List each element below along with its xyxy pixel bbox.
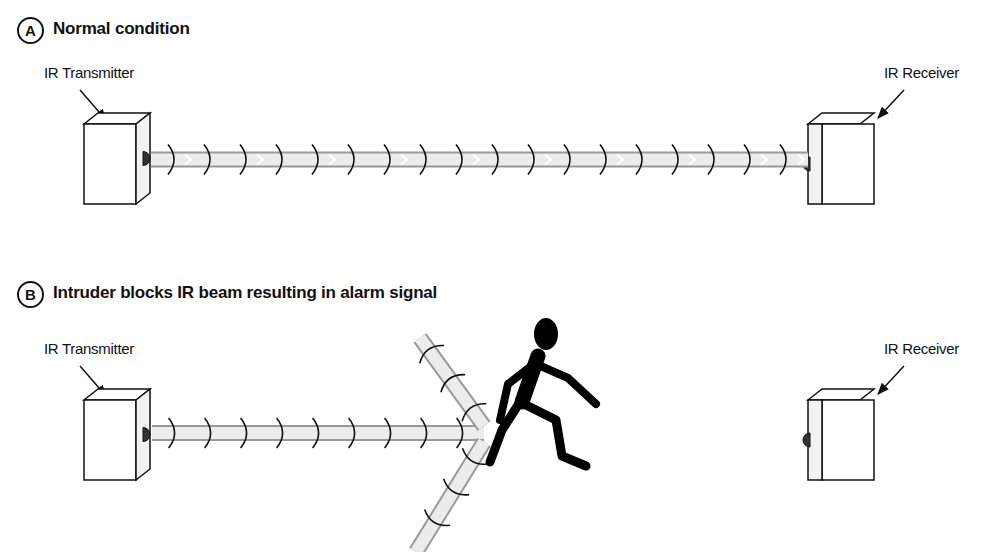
panel-letter-text: A [25, 22, 36, 39]
unit-label: IR Transmitter [44, 64, 134, 81]
ir-unit [803, 113, 874, 204]
unit-label: IR Receiver [884, 64, 959, 81]
leader-arrow [878, 366, 904, 394]
ir-unit [84, 113, 150, 204]
ir-receiver: IR Receiver [808, 113, 875, 204]
panel-heading: Normal condition [53, 19, 190, 39]
leader-arrow [878, 90, 904, 118]
panel-letter-text: B [25, 286, 36, 303]
panel-letter: B [17, 281, 44, 308]
unit-label: IR Receiver [884, 340, 959, 357]
intruder-figure [490, 318, 596, 466]
ir-transmitter: IR Transmitter [84, 113, 151, 204]
ir-unit [803, 389, 874, 480]
unit-label: IR Transmitter [44, 340, 134, 357]
ir-beam [151, 145, 808, 175]
ir-unit [84, 389, 150, 480]
panel-letter: A [17, 17, 44, 44]
ir-transmitter: IR Transmitter [84, 389, 151, 480]
ir-receiver: IR Receiver [808, 389, 875, 480]
deflected-beam [152, 338, 488, 552]
panel-heading: Intruder blocks IR beam resulting in ala… [53, 283, 437, 303]
